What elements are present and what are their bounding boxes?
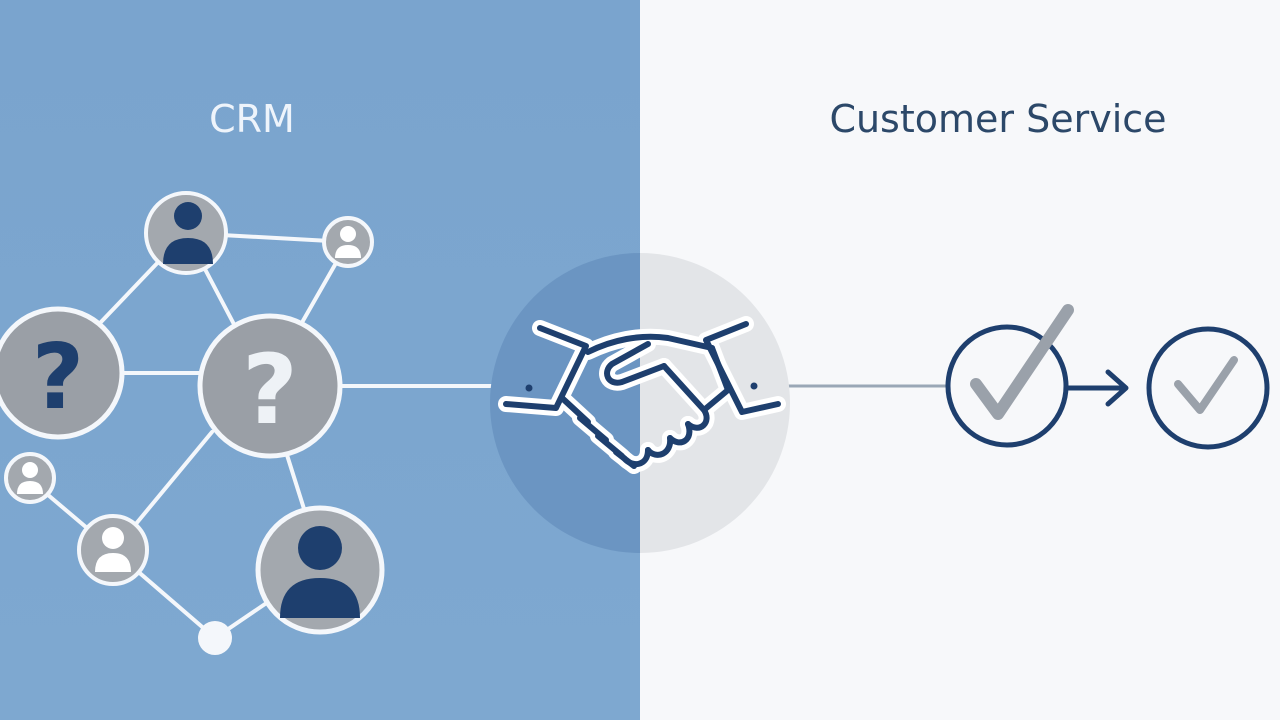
unknown-customer-node: ?: [197, 313, 343, 459]
user-icon: [17, 462, 43, 494]
user-node-dark: [255, 505, 385, 635]
arrow-right-icon: [1065, 369, 1129, 407]
user-node-small: [322, 216, 374, 268]
user-node-dark: [144, 191, 228, 275]
check-circle-icon: [945, 304, 1074, 448]
user-node-medium: [77, 514, 149, 586]
customer-service-title: Customer Service: [829, 97, 1167, 141]
user-icon: [335, 226, 361, 258]
network-dot: [198, 621, 232, 655]
handshake-icon: [498, 316, 786, 474]
user-icon: [163, 202, 213, 264]
user-icon: [95, 527, 131, 572]
unknown-customer-node: ?: [0, 306, 125, 440]
question-mark-icon: ?: [242, 334, 298, 446]
question-mark-icon: ?: [32, 325, 84, 430]
user-icon: [280, 526, 360, 618]
crm-title: CRM: [209, 97, 295, 141]
user-node-small: [4, 452, 56, 504]
check-circle-icon: [1146, 326, 1270, 450]
